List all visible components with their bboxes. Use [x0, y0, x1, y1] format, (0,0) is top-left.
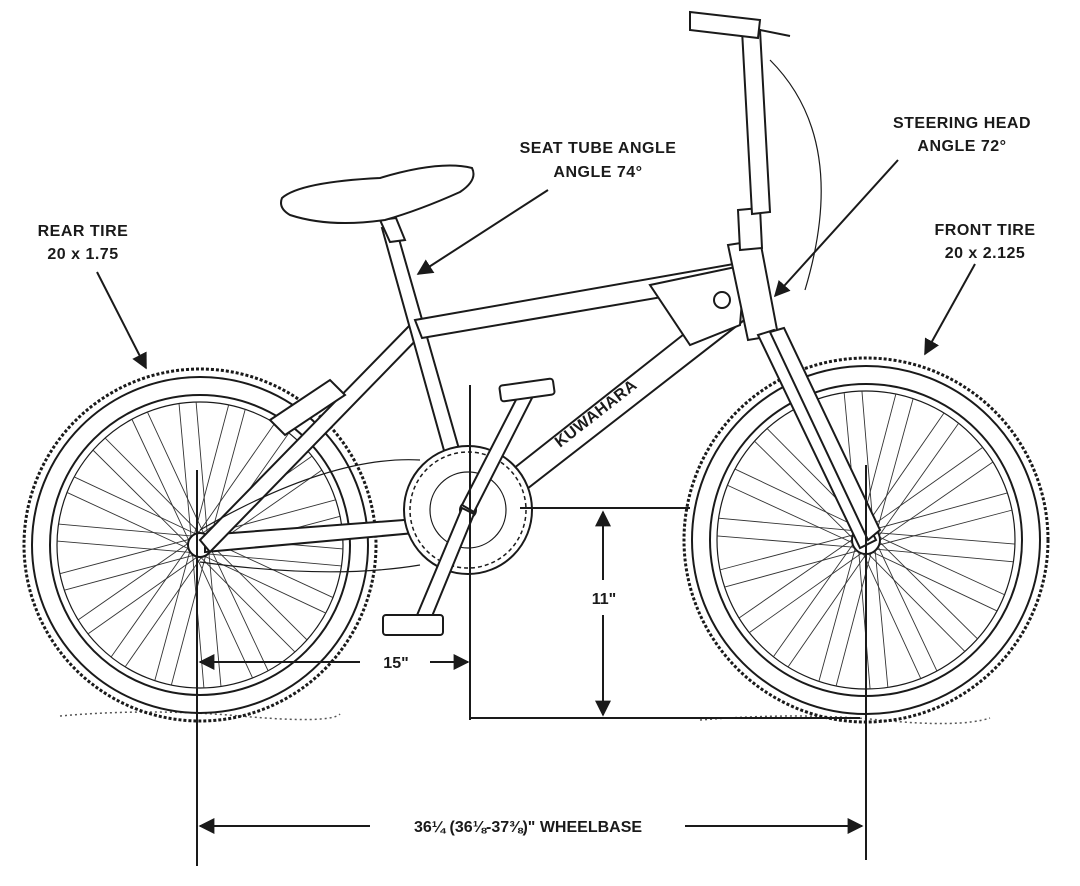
wheel-spoke [170, 552, 207, 686]
wheel-spoke [204, 553, 342, 567]
wheel-spoke [154, 548, 192, 681]
wheel-spoke [718, 517, 862, 532]
wheel-spoke [194, 553, 253, 679]
wheel-spoke [749, 549, 867, 633]
wheel-spoke [869, 492, 1008, 532]
wheel-spoke [875, 461, 994, 544]
wheel-spoke [861, 391, 875, 534]
bb-offset-dimension: 15" [383, 655, 408, 672]
wheel-spoke [875, 423, 959, 541]
wheel-spoke [754, 440, 857, 543]
brand-logo: KUWAHARA [552, 377, 641, 451]
rear-tire-size: 20 x 1.75 [47, 246, 118, 263]
wheel-spoke [57, 540, 194, 554]
wheel-spoke [773, 539, 857, 657]
wheel-spoke [209, 546, 269, 671]
wheel-spoke [727, 484, 858, 546]
wheel-spoke [196, 422, 276, 536]
wheel-spoke [77, 541, 191, 621]
wheel-spoke [191, 551, 205, 688]
wheel-spoke [110, 544, 191, 658]
wheel-spoke [874, 398, 914, 537]
wheel-spoke [724, 548, 863, 588]
dimension-lines [196, 385, 867, 866]
wheel-spoke [58, 523, 196, 537]
bb-height-dimension: 11" [592, 591, 617, 608]
wheel-spoke [860, 548, 922, 679]
wheel-spoke [873, 509, 1013, 547]
wheel-spoke [875, 537, 978, 640]
wheel-spoke [87, 554, 201, 635]
wheel-spoke [201, 554, 326, 614]
wheel-spoke [734, 468, 865, 531]
wheel-spoke [209, 542, 308, 641]
wheel-spoke [178, 403, 192, 541]
wheel-spoke [124, 554, 204, 668]
wheelbase-dimension: 36¼ (36⅛-37⅜)" WHEELBASE [414, 819, 642, 836]
wheel-spoke [208, 549, 222, 687]
label-arrows [96, 159, 976, 370]
wheel-spoke [195, 402, 209, 539]
wheel-spoke [147, 411, 206, 537]
wheel-spoke [59, 538, 193, 575]
seat-tube-label-line1: SEAT TUBE ANGLE [520, 140, 677, 157]
wheel-spoke [787, 549, 870, 668]
wheel-spoke [862, 412, 945, 531]
wheel-spoke [874, 544, 889, 688]
wheel-spoke [208, 409, 246, 542]
wheel-spoke [867, 549, 998, 612]
wheel-spoke [193, 404, 230, 538]
wheel-spoke [863, 549, 966, 652]
bike-frame: KUWAHARA [198, 10, 882, 554]
wheel-spoke [872, 531, 1015, 545]
wheel-spoke [865, 447, 983, 531]
wheel-spoke [74, 476, 199, 536]
rear-tire-title: REAR TIRE [38, 223, 129, 240]
steering-head-label-line1: STEERING HEAD [893, 115, 1031, 132]
wheel-spoke [875, 541, 938, 672]
wheel-spoke [131, 419, 191, 544]
wheel-spoke [874, 534, 1005, 596]
wheel-spoke [197, 554, 296, 653]
front-tire-title: FRONT TIRE [935, 222, 1036, 239]
front-tire-size: 20 x 2.125 [945, 245, 1026, 262]
crankset [199, 377, 556, 636]
wheel-spoke [870, 548, 1014, 563]
wheel-spoke [717, 535, 860, 549]
wheel-spoke [104, 437, 203, 536]
wheel-spoke [719, 533, 859, 571]
seat-tube-label-line2: ANGLE 74° [553, 164, 642, 181]
wheel-spoke [738, 536, 857, 619]
annotation-labels: REAR TIRE 20 x 1.75 SEAT TUBE ANGLE ANGL… [38, 115, 1036, 836]
steering-head-label-line2: ANGLE 72° [917, 138, 1006, 155]
wheel-spoke [64, 553, 197, 591]
wheel-spoke [818, 543, 858, 682]
wheel-spoke [66, 492, 192, 551]
wheel-spoke [92, 449, 191, 548]
wheel-spoke [857, 546, 871, 689]
